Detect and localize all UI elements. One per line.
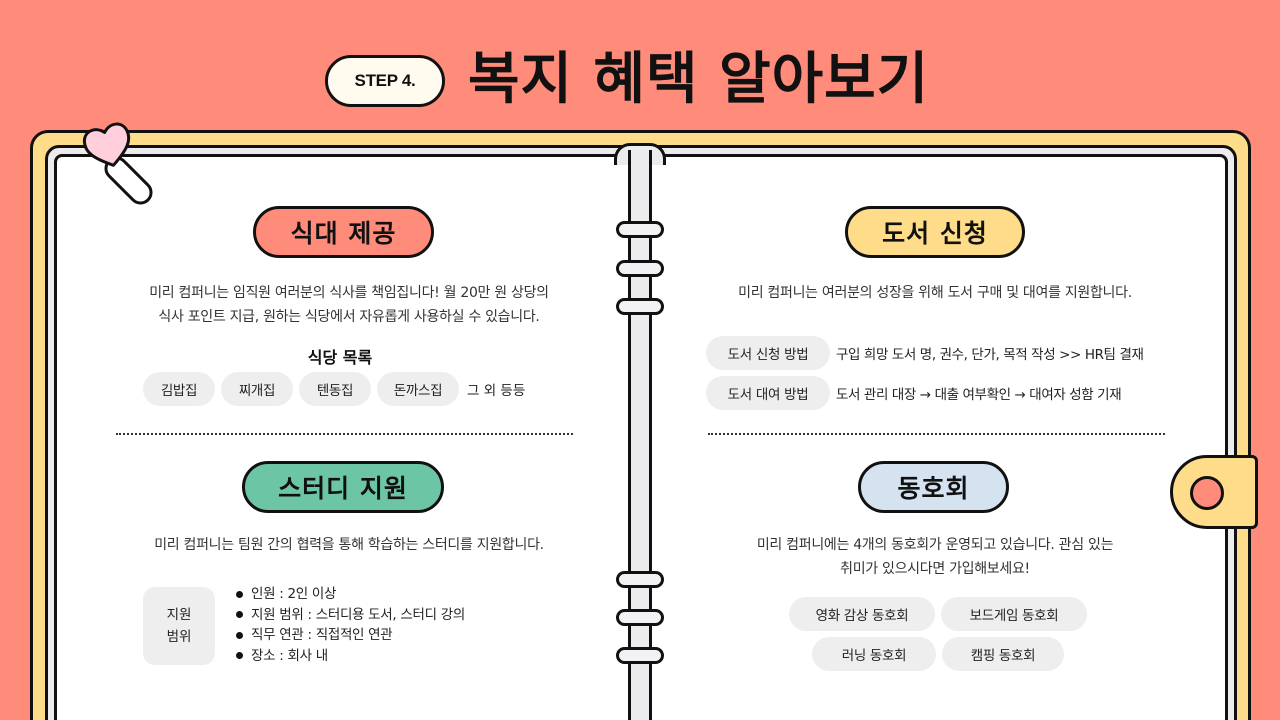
binder-ring-icon xyxy=(616,647,664,664)
section-divider xyxy=(116,433,573,435)
bullet-icon xyxy=(236,652,243,660)
detail-text: 장소 : 회사 내 xyxy=(251,647,328,664)
method-label: 도서 신청 방법 xyxy=(706,336,830,370)
club-chip: 영화 감상 동호회 xyxy=(789,597,935,631)
club-chip: 캠핑 동호회 xyxy=(942,637,1064,671)
binder-ring-icon xyxy=(616,260,664,277)
books-description: 미리 컴퍼니는 여러분의 성장을 위해 도서 구매 및 대여를 지원합니다. xyxy=(738,285,1132,301)
binder-ring-icon xyxy=(616,609,664,626)
list-item: 인원 : 2인 이상 xyxy=(236,584,465,605)
restaurant-chip: 돈까스집 xyxy=(377,372,459,406)
binder-ring-icon xyxy=(616,298,664,315)
restaurant-chip: 김밥집 xyxy=(143,372,215,406)
club-list: 영화 감상 동호회 보드게임 동호회 러닝 동호회 캠핑 동호회 xyxy=(788,597,1088,671)
clasp-button-icon xyxy=(1190,476,1224,510)
clubs-description: 미리 컴퍼니에는 4개의 동호회가 운영되고 있습니다. 관심 있는 취미가 있… xyxy=(680,533,1190,581)
meal-description: 미리 컴퍼니는 임직원 여러분의 식사를 책임집니다! 월 20만 원 상당의 … xyxy=(90,281,608,329)
club-chip: 러닝 동호회 xyxy=(812,637,936,671)
book-rental-method: 도서 대여 방법 도서 관리 대장 → 대출 여부확인 → 대여자 성함 기재 xyxy=(706,376,1122,410)
support-details-list: 인원 : 2인 이상 지원 범위 : 스터디용 도서, 스터디 강의 직무 연관… xyxy=(236,584,465,666)
study-section-title: 스터디 지원 xyxy=(242,461,444,513)
list-item: 장소 : 회사 내 xyxy=(236,646,465,667)
detail-text: 지원 범위 : 스터디용 도서, 스터디 강의 xyxy=(251,606,465,623)
method-label: 도서 대여 방법 xyxy=(706,376,830,410)
clubs-section-title: 동호회 xyxy=(858,461,1009,513)
bullet-icon xyxy=(236,590,243,598)
support-scope-label-line1: 지원 xyxy=(166,607,192,623)
spine-cap-fill xyxy=(631,150,649,170)
page-title: 복지 혜택 알아보기 xyxy=(468,47,930,112)
binder-ring-icon xyxy=(616,571,664,588)
club-chip: 보드게임 동호회 xyxy=(941,597,1087,631)
list-item: 직무 연관 : 직접적인 연관 xyxy=(236,625,465,646)
meal-section-title: 식대 제공 xyxy=(253,206,434,258)
heart-pin-icon xyxy=(82,122,131,167)
support-scope-label: 지원 범위 xyxy=(143,587,215,665)
method-text: 도서 관리 대장 → 대출 여부확인 → 대여자 성함 기재 xyxy=(836,387,1122,403)
detail-text: 인원 : 2인 이상 xyxy=(251,586,337,602)
method-text: 구입 희망 도서 명, 권수, 단가, 목적 작성 >> HR팀 결재 xyxy=(836,347,1144,363)
section-divider xyxy=(708,433,1165,435)
restaurant-list: 김밥집 찌개집 텐동집 돈까스집 그 외 등등 xyxy=(143,372,525,406)
step-badge: STEP 4. xyxy=(325,55,445,107)
support-scope-label-line2: 범위 xyxy=(166,629,192,645)
bullet-icon xyxy=(236,631,243,639)
meal-description-line2: 식사 포인트 지급, 원하는 식당에서 자유롭게 사용하실 수 있습니다. xyxy=(158,309,540,325)
clubs-description-line2: 취미가 있으시다면 가입해보세요! xyxy=(840,561,1030,577)
study-description: 미리 컴퍼니는 팀원 간의 협력을 통해 학습하는 스터디를 지원합니다. xyxy=(154,537,544,553)
books-section-title: 도서 신청 xyxy=(845,206,1025,258)
clubs-description-line1: 미리 컴퍼니에는 4개의 동호회가 운영되고 있습니다. 관심 있는 xyxy=(756,537,1114,553)
binder-ring-icon xyxy=(616,221,664,238)
list-item: 지원 범위 : 스터디용 도서, 스터디 강의 xyxy=(236,605,465,626)
restaurant-chip: 텐동집 xyxy=(299,372,371,406)
restaurant-list-heading: 식당 목록 xyxy=(307,348,373,367)
restaurant-extra: 그 외 등등 xyxy=(467,383,526,399)
restaurant-chip: 찌개집 xyxy=(221,372,293,406)
meal-description-line1: 미리 컴퍼니는 임직원 여러분의 식사를 책임집니다! 월 20만 원 상당의 xyxy=(149,285,549,301)
book-request-method: 도서 신청 방법 구입 희망 도서 명, 권수, 단가, 목적 작성 >> HR… xyxy=(706,336,1144,370)
detail-text: 직무 연관 : 직접적인 연관 xyxy=(251,627,393,643)
bullet-icon xyxy=(236,611,243,619)
